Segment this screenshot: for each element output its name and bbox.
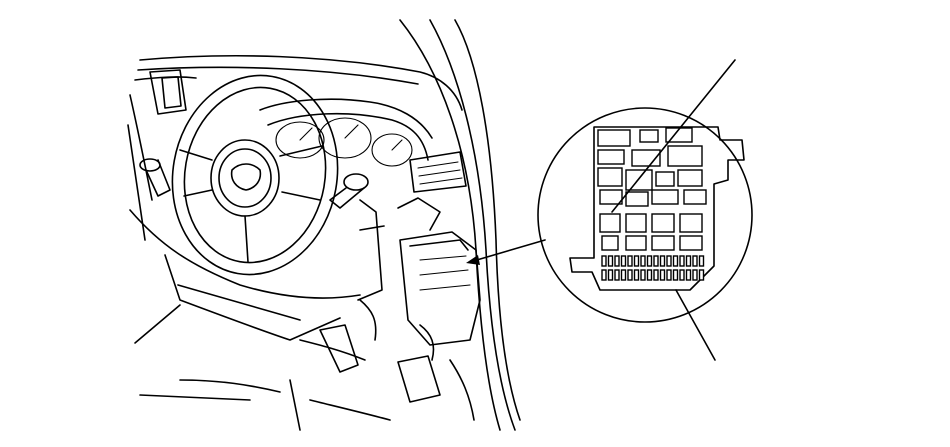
mini-fuse: [640, 269, 646, 281]
leader-line-lower-right: [675, 289, 716, 361]
instrument-cluster: [259, 98, 433, 167]
mini-fuse: [659, 269, 666, 281]
mini-fuse: [698, 269, 705, 281]
mini-fuse: [679, 255, 685, 267]
mini-fuse: [672, 269, 679, 281]
mini-fuse: [698, 255, 705, 267]
mini-fuse: [627, 269, 633, 281]
mini-fuse: [633, 255, 640, 267]
mini-fuse: [614, 255, 620, 267]
mini-fuse: [653, 255, 659, 267]
mini-fuse: [666, 255, 672, 267]
mini-fuse: [640, 255, 646, 267]
mini-fuse: [646, 269, 653, 281]
mini-fuse: [666, 269, 672, 281]
mini-fuse: [692, 269, 698, 281]
mini-fuse: [614, 269, 620, 281]
mini-fuse: [685, 255, 692, 267]
mini-fuse: [607, 255, 614, 267]
mini-fuse: [633, 269, 640, 281]
mini-fuse: [659, 255, 666, 267]
mini-fuse: [607, 269, 614, 281]
floor-lines: [139, 379, 281, 401]
fuse-box-under-dash: [397, 197, 481, 346]
mini-fuse: [620, 269, 627, 281]
mini-fuse: [627, 255, 633, 267]
center-vent: [409, 151, 467, 193]
mini-fuse: [620, 255, 627, 267]
mini-fuse: [601, 255, 607, 267]
leader-line-left: [134, 304, 181, 344]
mini-fuse: [672, 255, 679, 267]
leader-line-upper-right: [611, 59, 736, 213]
fuse-box-detail-circle: [537, 59, 753, 361]
mini-fuse: [679, 269, 685, 281]
mini-fuse: [601, 269, 607, 281]
steering-wheel: [171, 74, 339, 276]
brake-pedal: [319, 324, 359, 373]
horn-emblem-icon: [230, 163, 262, 191]
mini-fuse: [653, 269, 659, 281]
pedals: [289, 299, 475, 431]
mini-fuse: [692, 255, 698, 267]
lower-dashboard: [129, 199, 385, 341]
a-pillar: [399, 19, 521, 431]
left-vent: [127, 69, 187, 241]
detail-arrow: [466, 239, 546, 265]
fuse-box-detail: [569, 126, 745, 291]
mini-fuse-strip: [601, 255, 705, 281]
column-stalks: [139, 158, 369, 209]
accelerator-pedal: [397, 355, 441, 403]
mini-fuse: [646, 255, 653, 267]
mini-fuse: [685, 269, 692, 281]
